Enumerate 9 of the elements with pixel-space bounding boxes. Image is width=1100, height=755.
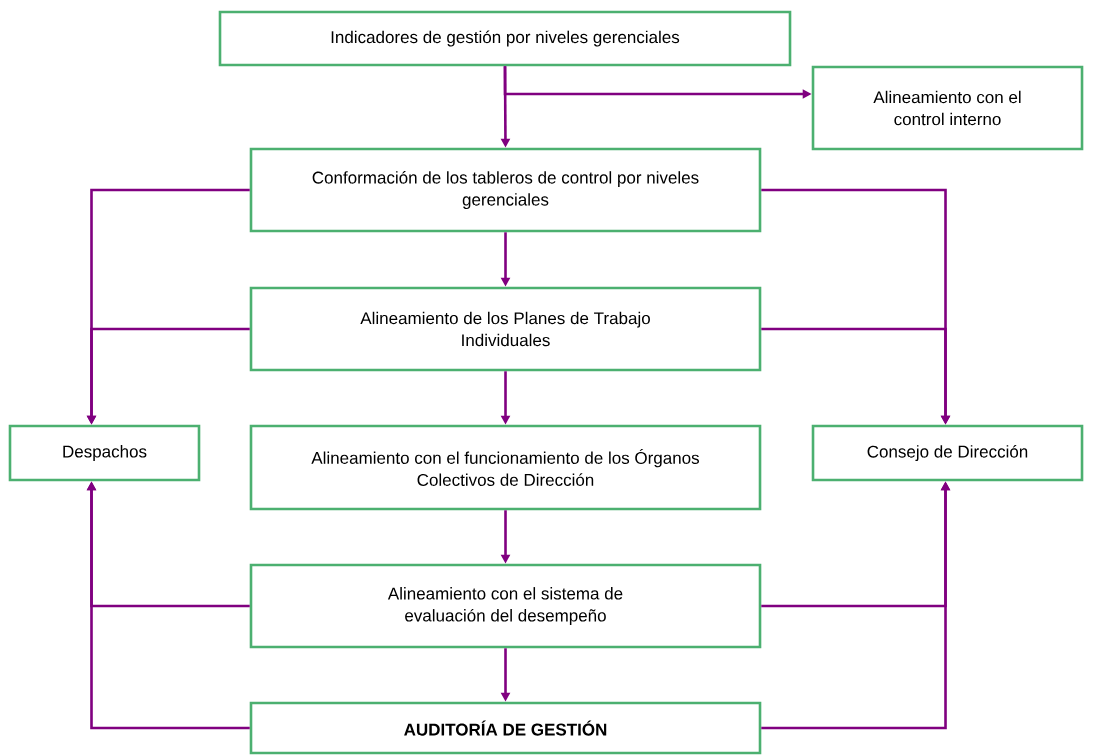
process-box: Alineamiento con el funcionamiento de los Órganos Colectivos de Dirección — [249, 424, 762, 511]
process-box: AUDITORÍA DE GESTIÓN — [249, 701, 762, 755]
process-box: Alineamiento de los Planes de Trabajo Individuales — [249, 286, 762, 372]
process-box: Conformación de los tableros de control por niveles gerenciales — [249, 147, 762, 233]
process-box: Indicadores de gestión por niveles gerenciales — [218, 10, 792, 67]
process-box: Alineamiento con el control interno — [811, 65, 1084, 151]
process-box: Alineamiento con el sistema de evaluación del desempeño — [249, 563, 762, 649]
process-box: Consejo de Dirección — [811, 424, 1084, 482]
process-box: Despachos — [8, 424, 201, 482]
